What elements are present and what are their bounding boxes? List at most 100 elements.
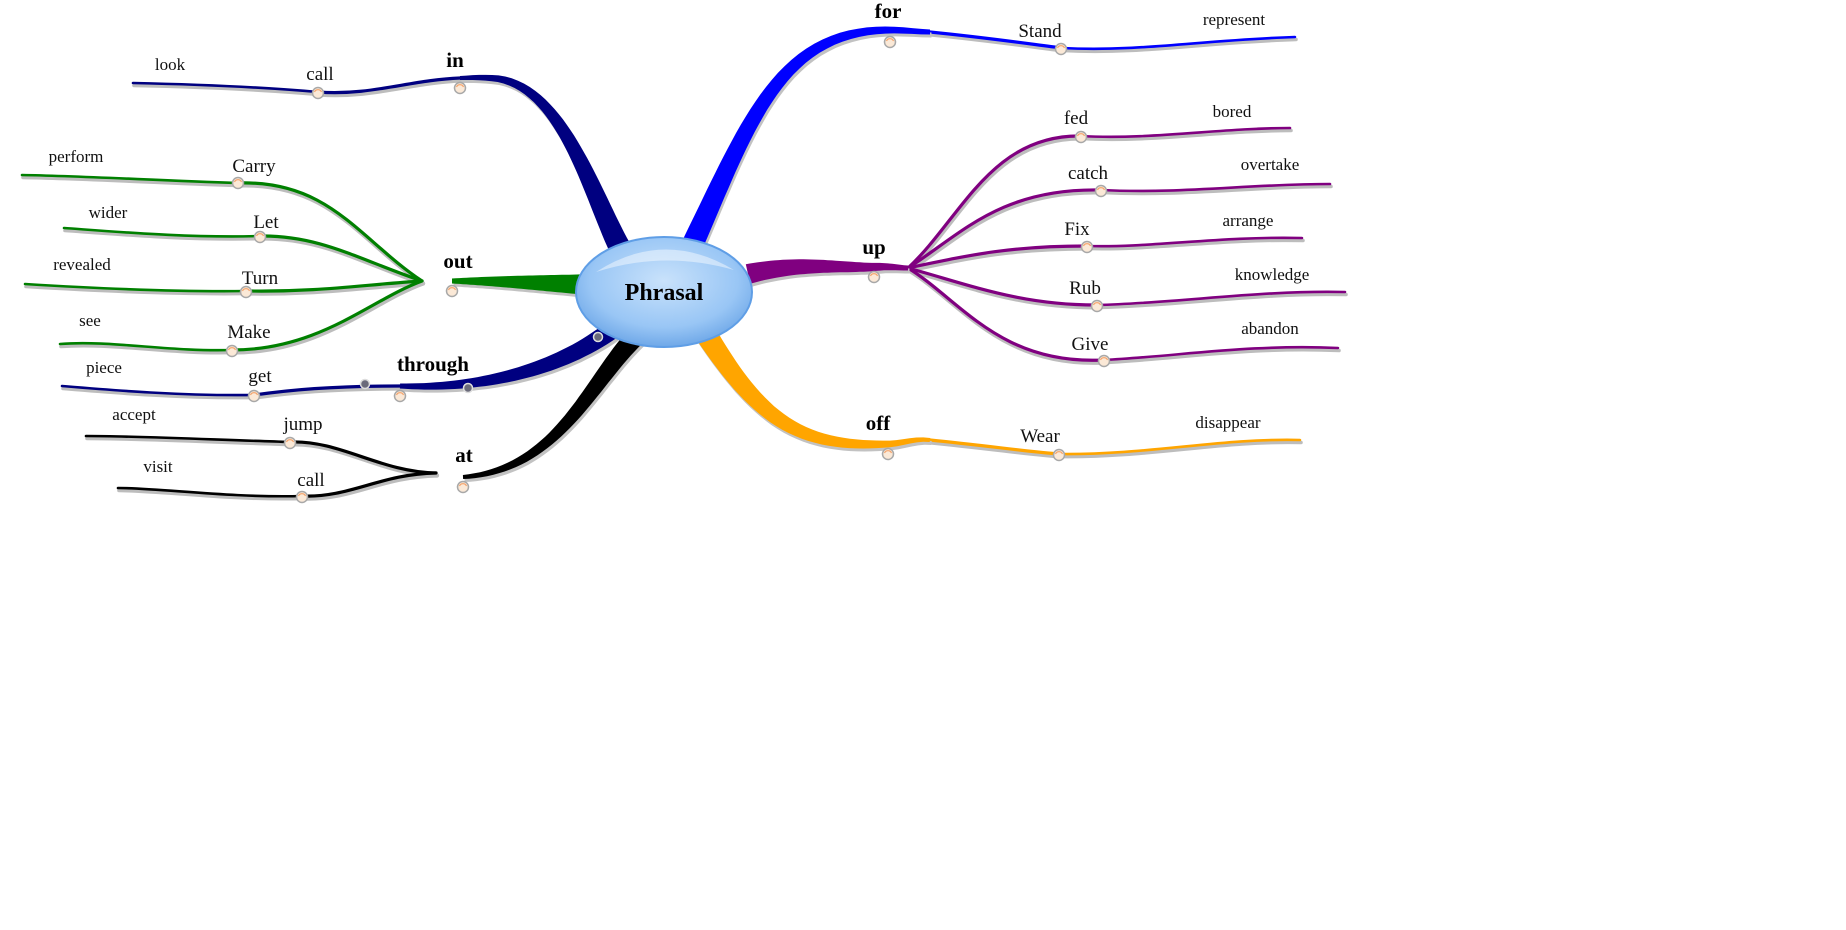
branch-out-leaf-1-connector[interactable] [62,226,262,238]
branch-up-sub-3-connector-shadow [906,268,1100,310]
branch-for-leaf-0-connector-shadow [1061,37,1298,54]
branch-out-sub-3-knob-highlight [227,347,237,351]
branch-at-sub-1-connector[interactable] [300,471,438,498]
branch-for-knob-highlight [885,38,895,42]
branch-up-sub-1-connector[interactable] [906,188,1102,270]
branch-for-leaf-0-connector[interactable] [1060,35,1297,51]
branch-at-connector[interactable] [462,324,647,479]
branch-off-knob-highlight [883,450,893,454]
branch-up-sub-4-knob-highlight [1099,357,1109,361]
branch-up-leaf-4-connector-shadow [1103,347,1341,365]
branch-through-anchor-0-knob[interactable] [359,378,371,390]
branch-up-leaf-3-connector[interactable] [1095,290,1347,307]
knob-layer [225,35,1111,504]
branch-out-sub-2-connector[interactable] [246,279,424,293]
branch-at-leaf-1-connector[interactable] [116,486,304,498]
branch-off-connector[interactable] [696,328,931,449]
branch-for-connector[interactable] [680,26,930,255]
branch-through-sub-0-label: get [248,366,272,387]
branch-up-sub-0-label: fed [1064,108,1089,129]
branch-out-sub-0-knob-highlight [233,179,243,183]
branch-at-sub-0-label: jump [282,414,322,435]
branch-off-leaf-0-label: disappear [1195,413,1260,432]
branch-up-sub-0-knob-highlight [1076,133,1086,137]
branch-out-leaf-3-connector-shadow [59,343,235,355]
branch-up-sub-4-connector[interactable] [906,266,1105,362]
branch-up-sub-0-connector[interactable] [906,134,1082,270]
branch-through-sub-0-knob-highlight [249,392,259,396]
branch-up-sub-4-label: Give [1072,334,1109,355]
central-topic[interactable]: Phrasal [575,236,753,348]
branch-at-label: at [455,443,473,467]
branch-through-anchor-2-knob[interactable] [592,331,604,343]
branch-in-sub-0-knob-highlight [313,89,323,93]
branch-off-leaf-0-connector[interactable] [1057,438,1302,456]
branch-up-leaf-4-connector[interactable] [1102,345,1340,362]
branch-in-connector[interactable] [460,74,630,254]
branch-up-leaf-2-connector[interactable] [1085,236,1304,248]
branch-up-leaf-2-connector-shadow [1086,238,1305,251]
branch-through-sub-0-connector[interactable] [252,384,402,397]
branch-out-sub-3-label: Make [227,322,270,343]
branch-up-leaf-0-connector-shadow [1080,128,1293,142]
branch-in-leaf-0-connector[interactable] [131,81,320,94]
branch-off-sub-0-label: Wear [1020,426,1060,447]
branch-up-sub-1-knob-highlight [1096,187,1106,191]
branch-in-sub-0-connector-shadow [316,78,464,98]
label-layer: incalllookoutCarryperformLetwiderTurnrev… [49,0,1310,491]
branch-through-connector[interactable] [399,310,633,390]
branch-up-leaf-0-connector[interactable] [1079,126,1292,139]
branch-through-anchor-1-knob[interactable] [462,382,474,394]
branch-out-sub-2-connector-shadow [246,281,426,296]
branch-at-sub-0-connector[interactable] [288,440,438,475]
branch-out-sub-1-connector[interactable] [258,234,424,283]
branch-up-connector[interactable] [745,259,908,284]
branch-off-label: off [866,411,891,435]
branch-at-leaf-0-connector-shadow [85,436,293,447]
branch-out-leaf-0-connector-shadow [21,175,241,188]
branch-up-leaf-1-connector-shadow [1100,184,1333,196]
branch-out-leaf-0-connector[interactable] [20,173,240,185]
branch-out-leaf-3-connector[interactable] [58,341,234,352]
branch-up-sub-0-connector-shadow [906,136,1084,273]
branch-in-label: in [446,48,464,72]
branch-through-knob-highlight [395,392,405,396]
branch-up-sub-2-label: Fix [1064,219,1090,240]
branch-up-leaf-3-label: knowledge [1235,265,1310,284]
branch-off-sub-0-knob-highlight [1054,451,1064,455]
branch-out-leaf-1-label: wider [89,203,128,222]
branch-up-leaf-1-label: overtake [1241,155,1300,174]
branch-at-sub-1-label: call [297,470,324,491]
branch-at-leaf-1-label: visit [143,457,173,476]
branch-out-sub-1-label: Let [253,212,279,233]
branch-out-leaf-0-label: perform [49,147,104,166]
branch-up-leaf-1-connector[interactable] [1099,182,1332,193]
branch-for-sub-0-connector-shadow [928,32,1066,53]
branch-at-sub-0-knob-highlight [285,439,295,443]
branch-off-sub-0-connector[interactable] [928,438,1062,456]
branch-up-sub-2-connector[interactable] [906,244,1088,270]
branch-for-connector-shadow [681,29,932,258]
branch-out-connector[interactable] [452,274,599,296]
central-topic-bubble[interactable] [575,236,753,348]
branch-out-sub-0-connector[interactable] [236,181,424,283]
branch-up-leaf-0-label: bored [1213,102,1252,121]
branch-out-sub-0-label: Carry [232,156,276,177]
branch-for-sub-0-connector[interactable] [928,30,1064,50]
branch-through-leaf-0-connector-shadow [61,386,257,400]
branch-at-leaf-1-connector-shadow [117,488,305,501]
branch-for-sub-0-knob-highlight [1056,45,1066,49]
branch-off-leaf-0-connector-shadow [1058,440,1303,459]
branch-for-leaf-0-label: represent [1203,10,1266,29]
branch-out-leaf-2-connector[interactable] [23,282,248,293]
branch-out-sub-3-connector[interactable] [230,279,424,352]
branch-up-label: up [862,235,885,259]
branch-out-sub-1-knob-highlight [255,233,265,237]
branch-up-sub-3-connector[interactable] [906,266,1098,307]
branch-through-leaf-0-connector[interactable] [60,384,256,397]
branch-in-sub-0-connector[interactable] [316,76,462,95]
branch-at-leaf-0-connector[interactable] [84,434,292,444]
central-topic-gloss [596,249,734,272]
branch-up-sub-2-connector-shadow [906,246,1090,273]
